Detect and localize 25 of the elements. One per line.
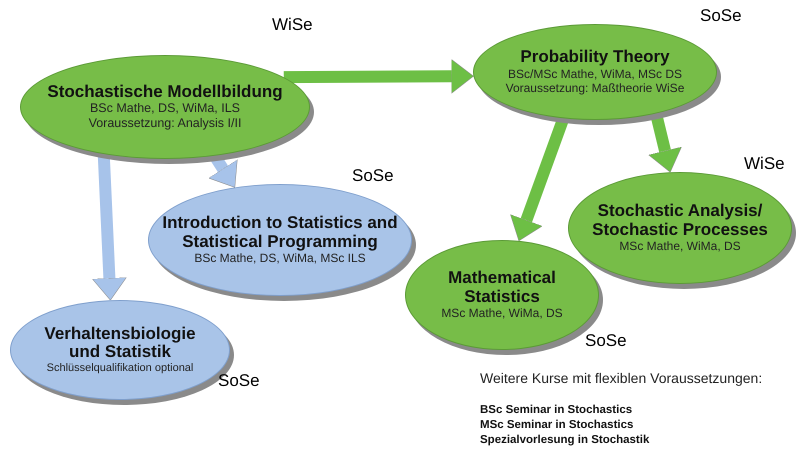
course-note: BSc Mathe, DS, WiMa, MSc ILS	[194, 251, 366, 266]
course-list-item: Spezialvorlesung in Stochastik	[480, 433, 650, 448]
course-note: MSc Mathe, WiMa, DS	[441, 306, 563, 321]
course-note: BSc Mathe, DS, WiMa, ILS	[90, 101, 240, 116]
course-list-item: MSc Seminar in Stochastics	[480, 418, 634, 433]
course-title: Probability Theory	[520, 48, 670, 67]
semester-label: SoSe	[352, 165, 394, 187]
semester-label: SoSe	[700, 5, 742, 27]
course-title: Mathematical Statistics	[447, 269, 557, 306]
course-note: BSc/MSc Mathe, WiMa, MSc DS	[508, 66, 682, 82]
semester-label: WiSe	[272, 14, 313, 36]
course-title: Stochastic Analysis/ Stochastic Processes	[591, 202, 769, 240]
course-title: Stochastische Modellbildung	[47, 82, 283, 102]
note-heading: Weitere Kurse mit flexiblen Voraussetzungen:	[480, 369, 762, 388]
arrow	[284, 59, 474, 94]
semester-label: SoSe	[218, 370, 260, 392]
course-note: Schlüsselqualifikation optional	[46, 362, 194, 376]
course-note: Voraussetzung: Maßtheorie WiSe	[506, 81, 684, 96]
semester-label: WiSe	[744, 153, 785, 175]
course-title: Introduction to Statistics and Statistical Programming	[161, 214, 399, 252]
course-title: Verhaltensbiologie und Statistik	[43, 324, 197, 362]
course-list-item: BSc Seminar in Stochastics	[480, 403, 634, 418]
course-note: MSc Mathe, WiMa, DS	[619, 239, 741, 254]
semester-label: SoSe	[585, 330, 627, 352]
course-note: Voraussetzung: Analysis I/II	[88, 116, 242, 132]
